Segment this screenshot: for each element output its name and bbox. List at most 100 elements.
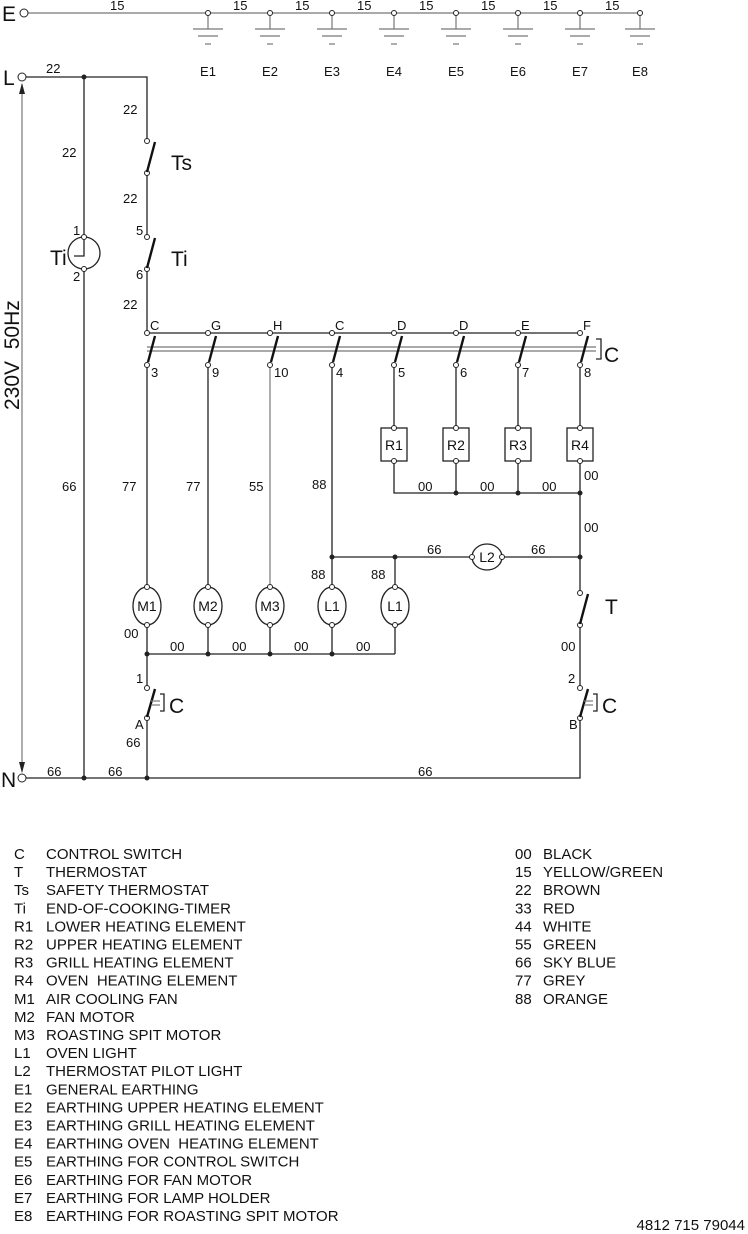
contact-top-label: E: [521, 318, 530, 333]
color-name: BROWN: [543, 882, 601, 899]
legend-text: EARTHING FOR FAN MOTOR: [46, 1172, 252, 1189]
earth-ground-7: E7: [565, 10, 595, 79]
svg-text:Ts: Ts: [171, 152, 192, 175]
control-switch-contact: E7: [515, 318, 530, 380]
svg-text:00: 00: [584, 468, 598, 483]
svg-text:T: T: [605, 596, 618, 619]
earth-tap-label: E7: [572, 64, 588, 79]
legend-text: END-OF-COOKING-TIMER: [46, 900, 231, 917]
svg-text:00: 00: [232, 639, 246, 654]
color-code: 15: [515, 864, 532, 881]
svg-text:77: 77: [122, 479, 136, 494]
contact-top-label: D: [459, 318, 468, 333]
legend-text: GRILL HEATING ELEMENT: [46, 955, 234, 972]
earth-ground-8: E8: [625, 10, 655, 79]
supply-voltage-label: 230V 50Hz: [1, 300, 24, 410]
svg-text:2: 2: [73, 269, 80, 284]
color-name: YELLOW/GREEN: [543, 864, 663, 881]
svg-text:Ti: Ti: [171, 248, 188, 271]
svg-text:C: C: [602, 695, 617, 718]
arrow-down-icon: [19, 762, 25, 773]
color-name: RED: [543, 900, 575, 917]
legend-text: LOWER HEATING ELEMENT: [46, 918, 246, 935]
svg-text:66: 66: [418, 764, 432, 779]
svg-text:00: 00: [418, 479, 432, 494]
earth-tap-label: E4: [386, 64, 402, 79]
load-m1: M1: [132, 584, 162, 628]
legend-code: C: [14, 846, 25, 863]
svg-text:5: 5: [136, 223, 143, 238]
neutral-terminal: [17, 773, 27, 783]
svg-text:77: 77: [186, 479, 200, 494]
svg-text:88: 88: [311, 567, 325, 582]
control-switch-contact: C3: [144, 318, 159, 380]
svg-text:A: A: [135, 717, 144, 732]
earth-tap-label: E2: [262, 64, 278, 79]
control-switch-contact: G9: [205, 318, 221, 380]
color-code: 00: [515, 846, 532, 863]
contact-bottom-label: 3: [151, 365, 158, 380]
legend-code: R2: [14, 937, 33, 954]
legend-code: R1: [14, 918, 33, 935]
control-switch-contact: H10: [267, 318, 288, 380]
svg-text:Ti: Ti: [50, 247, 67, 270]
color-code: 22: [515, 882, 532, 899]
earth-wire-label: 15: [543, 0, 557, 13]
neutral-terminal-label: N: [1, 769, 16, 792]
legend-code: E2: [14, 1099, 32, 1116]
svg-text:22: 22: [123, 191, 137, 206]
svg-text:B: B: [569, 717, 578, 732]
legend-text: EARTHING GRILL HEATING ELEMENT: [46, 1118, 315, 1135]
legend-text: EARTHING UPPER HEATING ELEMENT: [46, 1099, 324, 1116]
contact-top-label: H: [273, 318, 282, 333]
legend-code: T: [14, 864, 23, 881]
load-m2: M2: [193, 584, 223, 628]
control-switch-contact: D5: [391, 318, 406, 380]
svg-text:00: 00: [356, 639, 370, 654]
line-terminal: [17, 72, 27, 82]
earth-ground-3: E3: [317, 10, 347, 79]
earth-tap-label: E5: [448, 64, 464, 79]
earth-wire-label: 15: [295, 0, 309, 13]
svg-text:22: 22: [62, 145, 76, 160]
heating-element-r2: R2: [442, 425, 470, 464]
earth-wire-label: 15: [605, 0, 619, 13]
svg-text:22: 22: [123, 102, 137, 117]
legend-text: EARTHING FOR LAMP HOLDER: [46, 1190, 271, 1207]
svg-text:1: 1: [73, 223, 80, 238]
legend-text: EARTHING OVEN HEATING ELEMENT: [46, 1136, 319, 1153]
contact-top-label: G: [211, 318, 221, 333]
legend-code: E7: [14, 1190, 32, 1207]
load-label: M1: [137, 598, 157, 614]
legend-text: GENERAL EARTHING: [46, 1081, 199, 1098]
earth-wire-label: 15: [481, 0, 495, 13]
color-code: 77: [515, 973, 532, 990]
load-l1: L1: [380, 584, 410, 628]
earth-ground-2: E2: [255, 10, 285, 79]
svg-text:00: 00: [584, 520, 598, 535]
contact-bottom-label: 7: [522, 365, 529, 380]
contact-bottom-label: 6: [460, 365, 467, 380]
svg-text:00: 00: [561, 639, 575, 654]
load-label: M3: [260, 598, 280, 614]
contact-bottom-label: 4: [336, 365, 343, 380]
wiring: [26, 74, 583, 781]
legend-code: M2: [14, 1009, 35, 1026]
svg-text:55: 55: [249, 479, 263, 494]
earth-wire-label: 15: [110, 0, 124, 13]
legend-code: L2: [14, 1063, 31, 1080]
svg-text:88: 88: [312, 477, 326, 492]
color-name: GREEN: [543, 937, 596, 954]
control-switch-contact-a: 1 A C: [135, 671, 184, 732]
legend-text: CONTROL SWITCH: [46, 846, 182, 863]
svg-text:00: 00: [170, 639, 184, 654]
legend-text: THERMOSTAT: [46, 864, 147, 881]
legend-code: M3: [14, 1027, 35, 1044]
svg-text:L2: L2: [479, 549, 495, 565]
color-name: WHITE: [543, 918, 591, 935]
